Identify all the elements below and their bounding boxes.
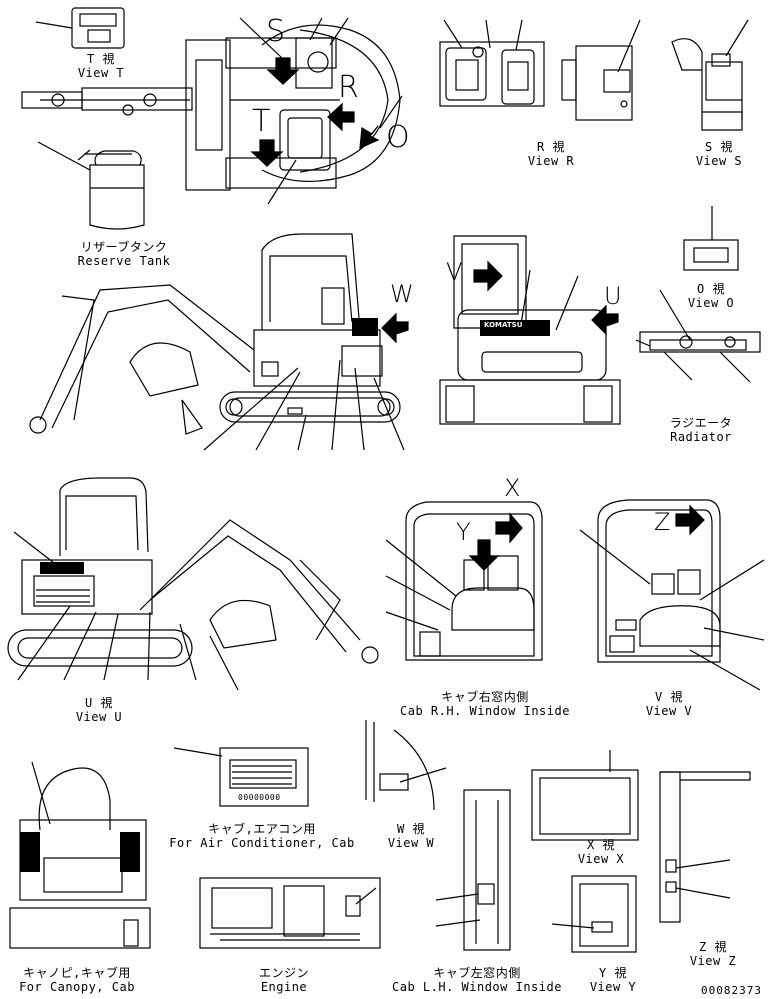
excavator-side-view — [29, 233, 409, 451]
letter-w: W — [390, 280, 414, 308]
cab-lh-window-drawing — [435, 789, 511, 951]
letter-r: R — [338, 70, 359, 105]
letter-y: Y — [456, 518, 471, 546]
letter-t: T — [252, 104, 271, 139]
cab-rh-window-drawing — [385, 501, 543, 661]
view-w-drawing — [365, 720, 447, 811]
view-u-drawing — [7, 477, 379, 691]
view-z-drawing — [659, 771, 751, 923]
view-s-drawing — [671, 19, 749, 131]
engine-drawing — [199, 877, 381, 949]
brand-decal: KOMATSU — [484, 321, 523, 329]
letter-z: Z — [654, 508, 671, 536]
letter-x: X — [504, 474, 521, 502]
letter-u: U — [604, 282, 622, 310]
view-o-drawing — [683, 206, 739, 271]
reserve-tank-drawing — [37, 141, 145, 230]
letter-s: S — [266, 14, 286, 49]
top-view-drawing — [21, 17, 403, 205]
view-x-drawing — [531, 750, 639, 841]
view-v-drawing — [579, 499, 765, 691]
drawing-code: 00082373 — [701, 984, 762, 997]
view-y-drawing — [551, 875, 637, 953]
aircon-decal-drawing — [173, 747, 309, 807]
letter-v: V — [446, 258, 463, 286]
aircon-decal-digits: 00000000 — [238, 793, 281, 802]
view-r-drawing — [439, 19, 545, 107]
seat-drawing — [9, 761, 151, 949]
excavator-rear-view — [439, 235, 621, 425]
view-t-drawing — [35, 7, 125, 49]
radiator-drawing — [635, 289, 761, 383]
letter-o: O — [386, 120, 410, 155]
view-r-side-drawing — [561, 19, 641, 121]
